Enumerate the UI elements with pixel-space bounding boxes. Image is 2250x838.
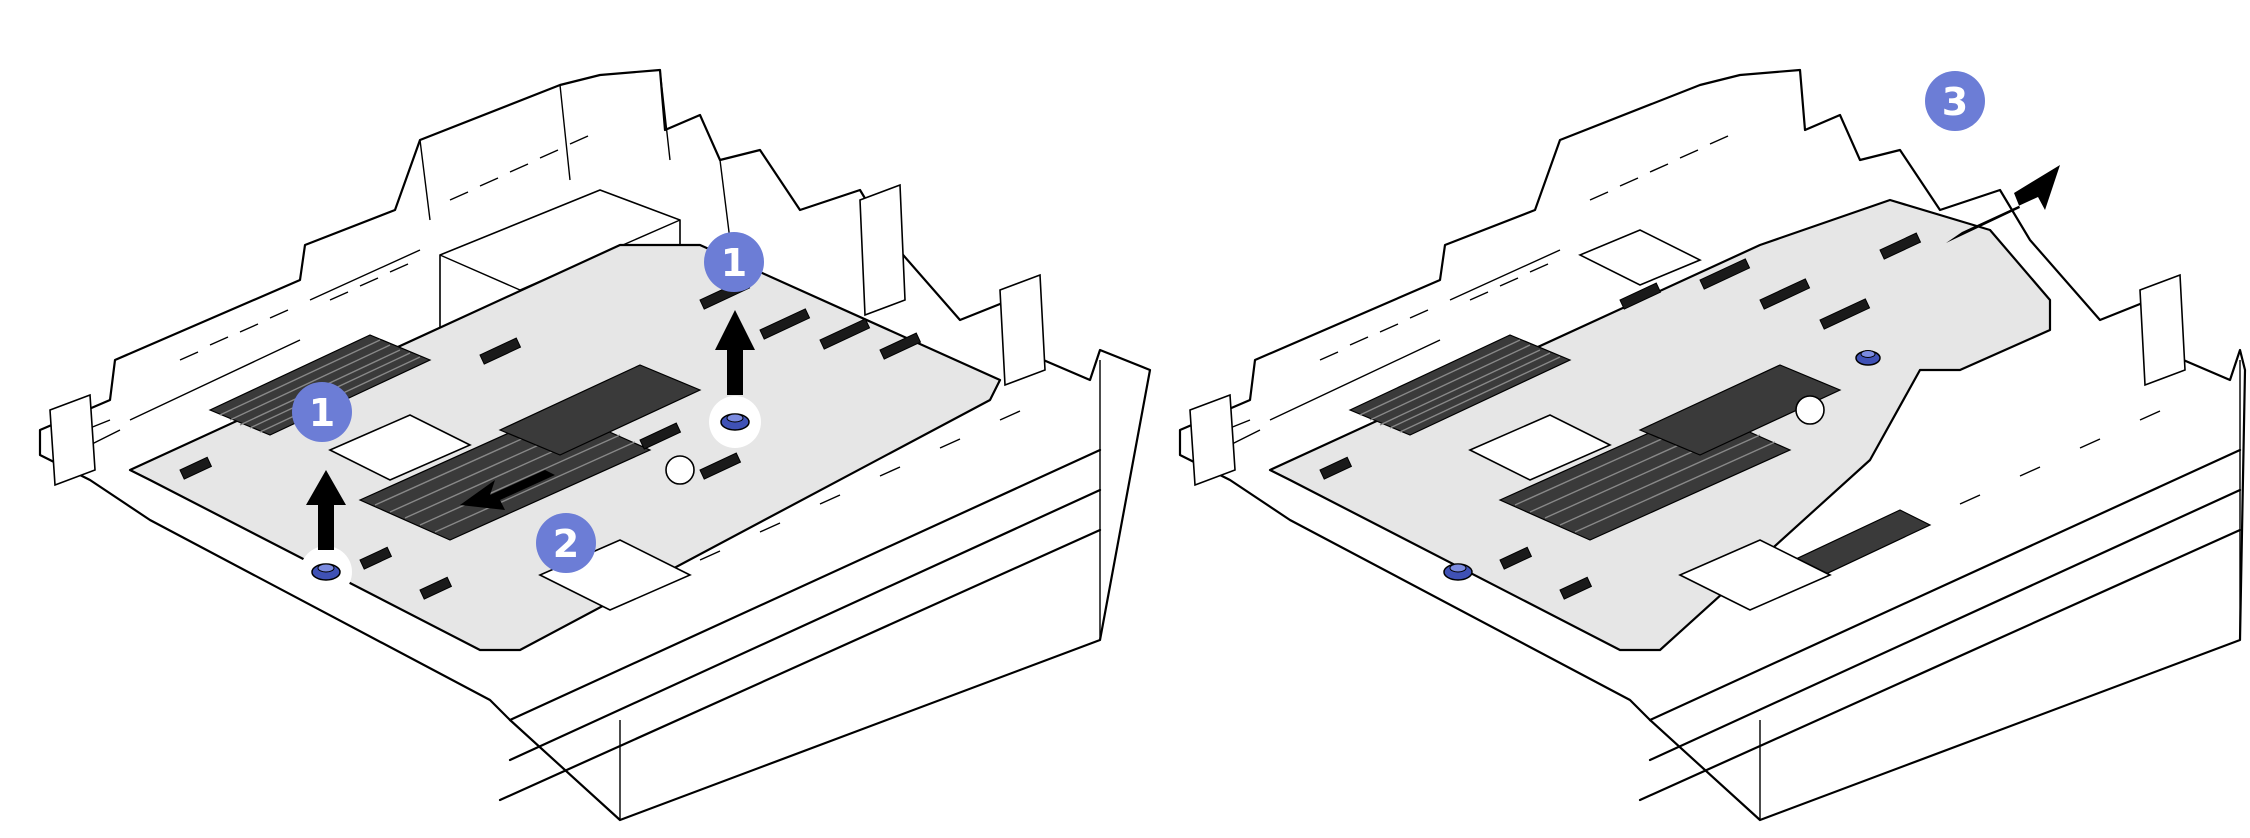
direction-arrow-icon — [460, 470, 555, 510]
left-panel: 1 1 2 — [38, 68, 1152, 822]
dimm-bank-right-1 — [1348, 334, 1572, 436]
direction-arrow-icon — [306, 470, 346, 550]
direction-arrow-icon — [715, 310, 755, 395]
right-panel: 3 — [1178, 68, 2247, 822]
dimm-bank-right-3 — [1638, 364, 1842, 456]
svg-text:2: 2 — [553, 522, 579, 566]
callout-step-2: 2 — [536, 513, 596, 573]
callout-step-1: 1 — [292, 382, 352, 442]
direction-arrow-icon — [1946, 165, 2060, 243]
release-pin-icon — [1855, 350, 1881, 366]
callout-step-3: 3 — [1925, 71, 1985, 131]
chassis-vent-slots — [179, 135, 1021, 561]
svg-text:3: 3 — [1942, 80, 1968, 124]
release-pin-icon — [1443, 563, 1473, 581]
board-connectors-right — [1319, 232, 1922, 600]
svg-text:1: 1 — [721, 241, 747, 285]
cpu-socket-right-2 — [1678, 539, 1832, 611]
cpu-socket-right-1 — [1468, 414, 1612, 481]
cpu-socket-left-1 — [328, 414, 472, 481]
release-pin-icon — [709, 396, 761, 448]
dimm-bank-left-3 — [498, 364, 702, 456]
callout-step-1: 1 — [704, 232, 764, 292]
svg-text:1: 1 — [309, 391, 335, 435]
release-pin-icon — [300, 546, 352, 598]
chassis-right — [1178, 68, 2247, 822]
